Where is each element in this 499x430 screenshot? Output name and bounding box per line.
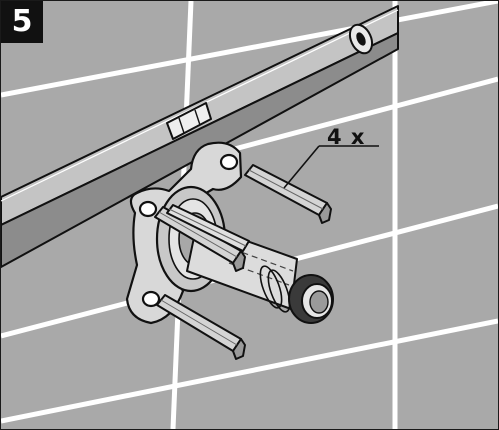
level-vial <box>166 102 212 140</box>
anchor-bolt <box>166 204 250 252</box>
step-number-badge: 5 <box>1 1 43 43</box>
level-bubble-window <box>348 23 374 55</box>
anchor-bolt <box>154 206 246 272</box>
quantity-label: 4 x <box>327 125 366 149</box>
anchor-bolts <box>154 164 332 360</box>
anchor-bolt <box>156 294 246 360</box>
thread-rings <box>259 265 291 313</box>
quantity-callout-leader <box>283 145 379 189</box>
anchor-bolt <box>244 164 332 224</box>
